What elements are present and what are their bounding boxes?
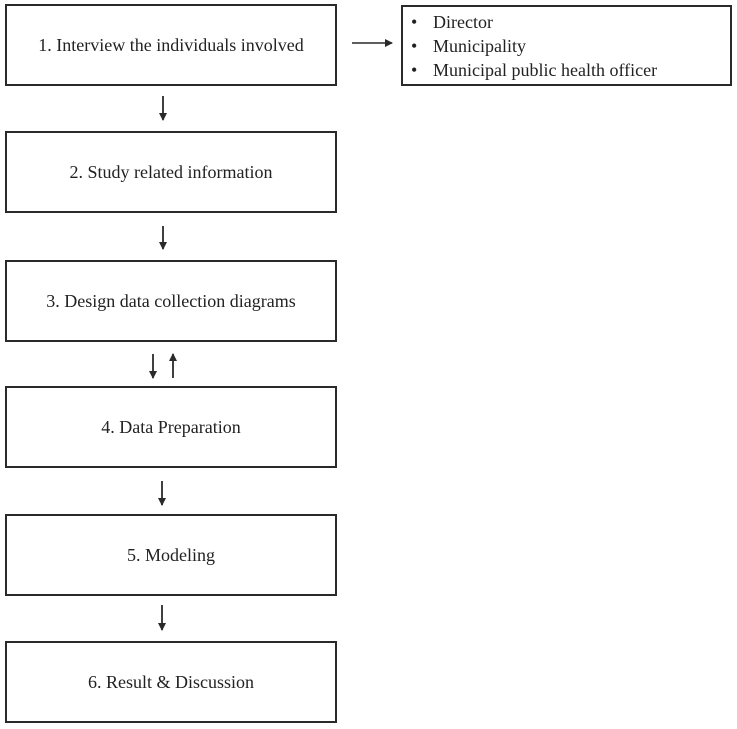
- step-5-box: 5. Modeling: [5, 514, 337, 596]
- step-5-label: 5. Modeling: [127, 544, 215, 565]
- stakeholder-item: •Director: [411, 12, 493, 32]
- stakeholder-item: •Municipal public health officer: [411, 60, 658, 80]
- step-4-label: 4. Data Preparation: [101, 416, 241, 437]
- step-2-label: 2. Study related information: [69, 161, 273, 182]
- stakeholder-box: •Director •Municipality •Municipal publi…: [401, 5, 732, 86]
- bullet-icon: •: [411, 12, 418, 32]
- stakeholder-list: •Director •Municipality •Municipal publi…: [403, 7, 730, 82]
- step-4-box: 4. Data Preparation: [5, 386, 337, 468]
- step-2-box: 2. Study related information: [5, 131, 337, 213]
- step-6-box: 6. Result & Discussion: [5, 641, 337, 723]
- bullet-icon: •: [411, 36, 418, 56]
- step-3-box: 3. Design data collection diagrams: [5, 260, 337, 342]
- step-3-label: 3. Design data collection diagrams: [46, 290, 296, 311]
- step-1-box: 1. Interview the individuals involved: [5, 4, 337, 86]
- step-6-label: 6. Result & Discussion: [87, 671, 254, 692]
- bullet-icon: •: [411, 60, 418, 80]
- step-1-label: 1. Interview the individuals involved: [38, 34, 304, 55]
- stakeholder-item: •Municipality: [411, 36, 526, 56]
